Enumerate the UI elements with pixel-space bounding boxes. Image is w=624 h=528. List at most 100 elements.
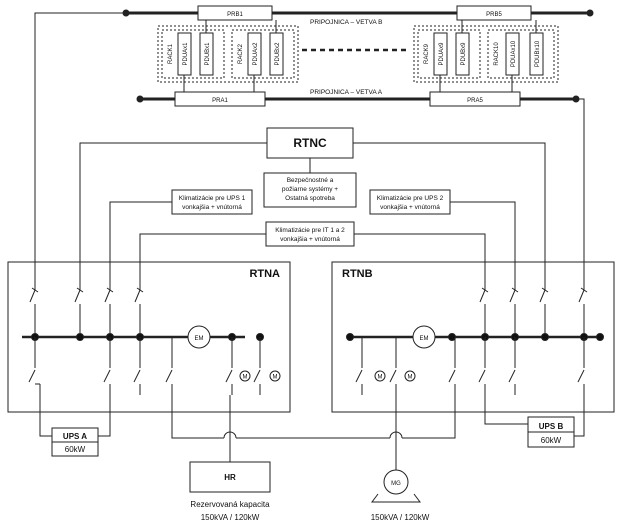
hr-caption-1: Rezervovaná kapacita: [190, 500, 270, 509]
rack-group-9-10: [413, 25, 559, 83]
outgoing-breaker: [478, 369, 486, 383]
safety-line-3: Ostatná spotreba: [285, 195, 335, 202]
safety-line-2: požiarne systémy +: [282, 186, 338, 193]
motor-load-icon: [239, 370, 251, 382]
busbar-node: [76, 333, 84, 341]
motor-load-label: M: [378, 374, 383, 380]
prb5-label: PRB5: [486, 12, 502, 18]
outgoing-breaker: [225, 369, 233, 383]
motor-load-icon: [404, 370, 416, 382]
pra5-label: PRA5: [467, 98, 483, 104]
klima-ups2-line-1: Klimatizácie pre UPS 2: [377, 195, 444, 202]
outgoing-breaker: [103, 369, 111, 383]
mg-base: [371, 493, 421, 503]
klima-ups1-line-1: Klimatizácie pre UPS 1: [179, 195, 246, 202]
busbar-b-end-right: [586, 9, 594, 17]
incoming-breaker: [104, 289, 111, 303]
mg-caption: 150kVA / 120kW: [371, 513, 430, 522]
breaker-tick: [511, 287, 519, 293]
rack1-outline: [161, 29, 225, 79]
busbar-node: [346, 333, 354, 341]
breaker-tick: [481, 287, 489, 293]
motor-load-label: M: [243, 374, 248, 380]
outgoing-breaker: [133, 369, 141, 383]
incoming-breaker: [74, 289, 81, 303]
outgoing-breaker: [253, 369, 261, 383]
rtnb-em: [412, 325, 436, 349]
prb1-label: PRB1: [227, 12, 243, 18]
incoming-breaker: [29, 289, 36, 303]
breaker-tick: [31, 287, 39, 293]
rack10-label: RACK10: [494, 42, 500, 66]
rack10-pdub-label: PDUBx10: [535, 40, 541, 67]
busbar-b-label: PRIPOJNICA – VETVA B: [310, 19, 383, 26]
outgoing-breaker: [355, 369, 363, 383]
breaker-tick: [76, 287, 84, 293]
rtna-title: RTNA: [249, 268, 280, 280]
rack9-outline: [417, 29, 481, 79]
rack2-pdub-label: PDUBx2: [275, 42, 281, 66]
busbar-node: [448, 333, 456, 341]
breaker-tick: [106, 287, 114, 293]
breaker-tick: [541, 287, 549, 293]
safety-systems-box: [263, 172, 357, 208]
klima-ups1-line-2: vonkajšia + vnútorná: [182, 204, 242, 211]
rack2-outline: [231, 29, 295, 79]
hr-title: HR: [224, 473, 236, 482]
rack10-outline: [487, 29, 555, 79]
breaker-tick: [136, 287, 144, 293]
rack1-pdub-label: PDUBx1: [205, 42, 211, 66]
incoming-breaker: [479, 289, 486, 303]
rtna-em: [187, 325, 211, 349]
rtnb-title: RTNB: [342, 268, 373, 280]
hr-box: [189, 461, 271, 493]
ups-a-title: UPS A: [63, 432, 87, 441]
ups-a-power: 60kW: [65, 445, 86, 454]
rack9-label: RACK9: [424, 43, 430, 64]
outgoing-breaker: [389, 369, 397, 383]
rack-group-1-2: [157, 25, 299, 83]
rack9-pdub-label: PDUBx9: [461, 42, 467, 66]
breaker-tick: [580, 287, 588, 293]
pra1-label: PRA1: [212, 98, 228, 104]
ups-b-title: UPS B: [539, 422, 564, 431]
busbar-a-label: PRIPOJNICA – VETVA A: [310, 89, 383, 96]
motor-load-icon: [269, 370, 281, 382]
rack9-pdua-label: PDUAx9: [439, 42, 445, 66]
prb5-box: [456, 5, 532, 21]
klima-ups2-box: [369, 189, 451, 215]
outgoing-breaker: [577, 369, 585, 383]
outgoing-breaker: [508, 369, 516, 383]
outgoing-breaker: [28, 369, 36, 383]
klima-ups2-line-2: vonkajšia + vnútorná: [380, 204, 440, 211]
motor-load-label: M: [273, 374, 278, 380]
rtnb-em-label: EM: [420, 336, 429, 342]
pra1-box: [174, 91, 266, 107]
rack2-label: RACK2: [238, 43, 244, 64]
pra5-box: [429, 91, 521, 107]
incoming-breaker: [539, 289, 546, 303]
rack2-pdua-label: PDUAx2: [253, 42, 259, 66]
motor-load-icon: [374, 370, 386, 382]
rack1-pdua-label: PDUAx1: [183, 42, 189, 66]
mg-generator: [383, 469, 409, 495]
incoming-breaker: [134, 289, 141, 303]
busbar-a-end-left: [136, 95, 144, 103]
rtnb-box: [331, 261, 615, 413]
hr-caption-2: 150kVA / 120kW: [201, 513, 260, 522]
busbar-node: [541, 333, 549, 341]
ups-b-power: 60kW: [541, 436, 562, 445]
outgoing-breaker: [448, 369, 456, 383]
rack10-pdua-label: PDUAx10: [511, 40, 517, 67]
motor-load-label: M: [408, 374, 413, 380]
safety-line-1: Bezpečnostné a: [287, 177, 334, 184]
prb1-box: [197, 5, 273, 21]
outgoing-breaker: [165, 369, 173, 383]
rtnc-title: RTNC: [293, 136, 327, 150]
incoming-breaker: [509, 289, 516, 303]
mg-title: MG: [391, 481, 401, 487]
busbar-node: [596, 333, 604, 341]
klima-it-box: [265, 221, 355, 247]
rtna-box: [7, 261, 291, 413]
